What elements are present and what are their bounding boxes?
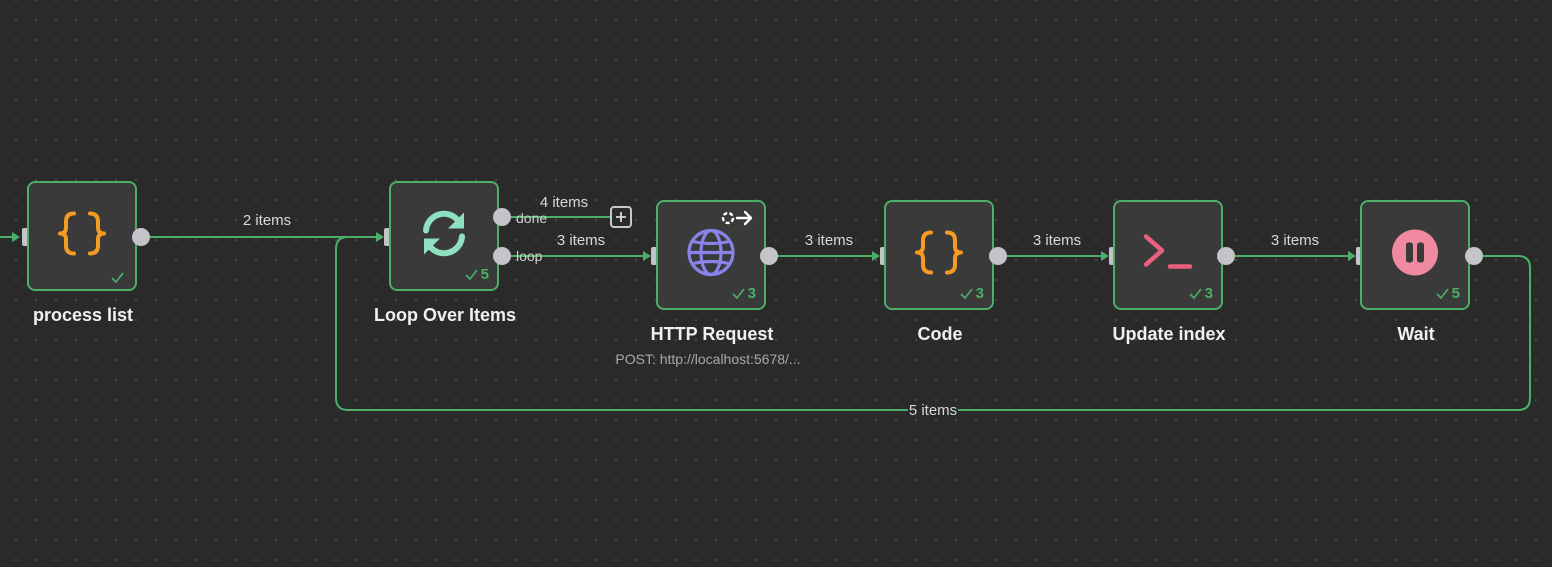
node-title: Loop Over Items (373, 305, 517, 325)
node-title: Wait (1397, 324, 1435, 344)
edge-label-wait-to-loop: 5 items (907, 402, 959, 419)
arrowhead (12, 232, 20, 242)
item-count: 5 (480, 266, 489, 283)
output-handle-loop[interactable] (493, 247, 511, 265)
loop-arrows-icon (418, 209, 470, 264)
webhook-arrow-icon (720, 210, 754, 231)
output-label-loop: loop (516, 248, 543, 264)
execution-status: 3 (732, 285, 756, 302)
output-handle[interactable] (989, 247, 1007, 265)
edge-label-loop-to-http: 3 items (556, 232, 606, 249)
edge-label-http-to-code: 3 items (804, 232, 854, 249)
execution-status: 5 (465, 266, 489, 283)
item-count: 3 (1204, 285, 1213, 302)
arrowhead (1101, 251, 1109, 261)
edge-label-done: 4 items (539, 194, 589, 211)
arrowhead (1348, 251, 1356, 261)
output-handle-done[interactable] (493, 208, 511, 226)
node-loop-over-items[interactable]: 5 (389, 181, 499, 291)
node-title: HTTP Request (650, 324, 774, 344)
check-icon (732, 288, 745, 299)
execution-status (111, 272, 127, 283)
node-update-index[interactable]: 3 (1113, 200, 1223, 310)
output-handle[interactable] (760, 247, 778, 265)
arrowhead (872, 251, 880, 261)
arrowhead (376, 232, 384, 242)
execution-status: 3 (1189, 285, 1213, 302)
node-process-list[interactable] (27, 181, 137, 291)
output-handle[interactable] (132, 228, 150, 246)
plus-icon (616, 212, 626, 222)
globe-icon (686, 228, 736, 283)
item-count: 3 (975, 285, 984, 302)
node-http-request[interactable]: 3 (656, 200, 766, 310)
check-icon (465, 269, 478, 280)
item-count: 5 (1451, 285, 1460, 302)
pause-circle-icon (1391, 229, 1439, 282)
code-braces-icon (56, 210, 108, 263)
node-title: process list (32, 305, 134, 325)
item-count: 3 (747, 285, 756, 302)
input-handle[interactable] (651, 247, 659, 265)
check-icon (960, 288, 973, 299)
terminal-prompt-icon (1142, 233, 1194, 278)
node-code[interactable]: 3 (884, 200, 994, 310)
check-icon (1189, 288, 1202, 299)
node-title: Update index (1112, 324, 1226, 344)
execution-status: 5 (1436, 285, 1460, 302)
edge-label-code-to-update: 3 items (1032, 232, 1082, 249)
edge-label-update-to-wait: 3 items (1270, 232, 1320, 249)
output-handle[interactable] (1217, 247, 1235, 265)
edge-label-process-to-loop: 2 items (242, 212, 292, 229)
arrowhead (643, 251, 651, 261)
node-subtitle: POST: http://localhost:5678/... (615, 351, 801, 367)
add-node-button[interactable] (610, 206, 632, 228)
check-icon (111, 272, 124, 283)
check-icon (1436, 288, 1449, 299)
node-title: Code (917, 324, 963, 344)
output-label-done: done (516, 210, 548, 226)
node-wait[interactable]: 5 (1360, 200, 1470, 310)
output-handle[interactable] (1465, 247, 1483, 265)
input-handle[interactable] (22, 228, 30, 246)
execution-status: 3 (960, 285, 984, 302)
code-braces-icon (913, 229, 965, 282)
input-handle[interactable] (384, 228, 392, 246)
